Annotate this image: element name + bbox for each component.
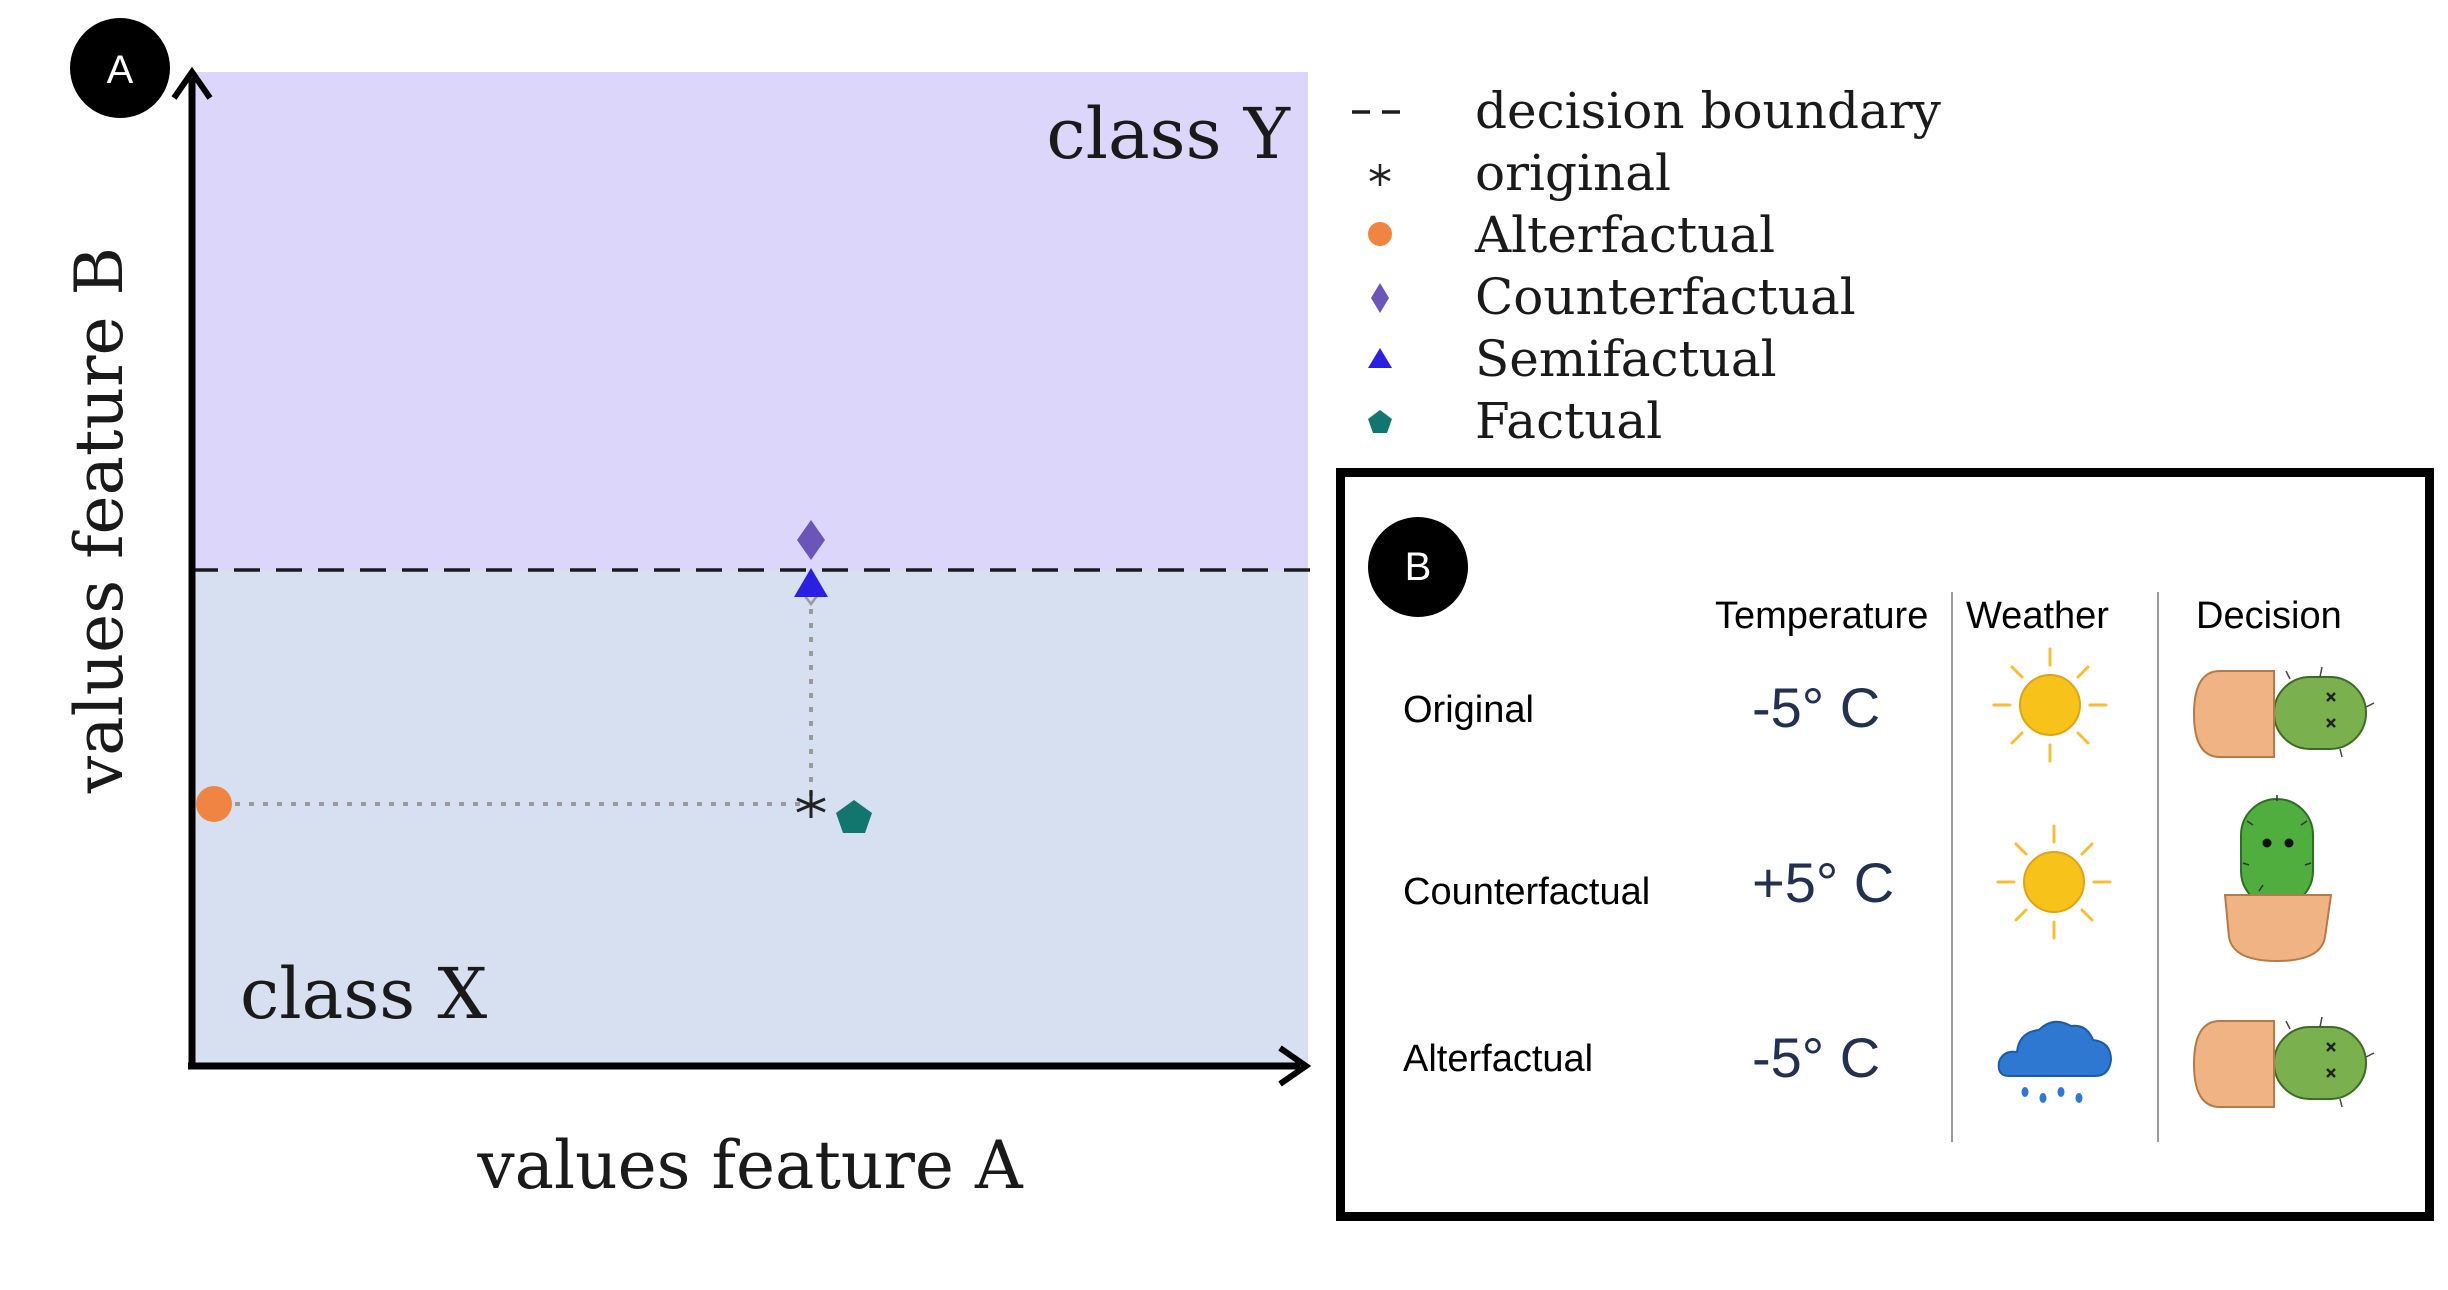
class-y-region (192, 72, 1308, 570)
temperature-value: -5° C (1752, 1026, 1881, 1089)
pentagon-icon (1368, 410, 1392, 433)
legend: decision boundary original Alterfactual … (1350, 80, 2050, 452)
legend-item-factual: Factual (1350, 390, 2050, 452)
y-axis-title: values feature B (61, 247, 138, 794)
circle-icon (1368, 222, 1392, 246)
class-x-label: class X (240, 953, 487, 1035)
legend-label: Factual (1475, 392, 1663, 450)
class-x-region (192, 570, 1308, 1066)
sun-icon (1992, 647, 2108, 763)
rain-cloud-icon (1997, 1020, 2113, 1103)
y-axis-arrowhead (171, 66, 213, 100)
temperature-value: -5° C (1752, 676, 1881, 739)
column-header-decision: Decision (2196, 595, 2342, 637)
legend-label: original (1475, 144, 1671, 202)
legend-item-alterfactual: Alterfactual (1350, 204, 2050, 266)
temperature-value: +5° C (1752, 851, 1895, 914)
legend-label: Counterfactual (1475, 268, 1856, 326)
healthy-cactus-icon (2223, 795, 2333, 963)
panel-a-badge (70, 18, 170, 118)
legend-label: decision boundary (1475, 82, 1941, 140)
triangle-icon (1368, 348, 1392, 368)
alterfactual-point (196, 786, 232, 822)
legend-label: Semifactual (1475, 330, 1777, 388)
counterfactual-point (797, 520, 825, 560)
class-y-label: class Y (1046, 93, 1290, 175)
dead-cactus-icon (2192, 666, 2375, 758)
column-header-weather: Weather (1966, 595, 2109, 637)
row-label-original: Original (1403, 689, 1534, 731)
column-divider (2157, 592, 2159, 1142)
panel-a-badge-label: A (107, 48, 134, 92)
column-divider (1951, 592, 1953, 1142)
legend-label: Alterfactual (1475, 206, 1776, 264)
sun-icon (1996, 824, 2112, 940)
panel-b-table: B Temperature Weather Decision Original … (1336, 468, 2434, 1221)
original-point (796, 790, 826, 818)
dead-cactus-icon (2192, 1016, 2375, 1108)
legend-item-original: original (1350, 142, 2050, 204)
dashed-line-icon (1352, 110, 1408, 114)
row-label-counterfactual: Counterfactual (1403, 871, 1651, 913)
star-icon (1369, 164, 1391, 186)
row-label-alterfactual: Alterfactual (1403, 1038, 1594, 1080)
legend-item-counterfactual: Counterfactual (1350, 266, 2050, 328)
diamond-icon (1371, 283, 1389, 313)
legend-item-decision-boundary: decision boundary (1350, 80, 2050, 142)
legend-item-semifactual: Semifactual (1350, 328, 2050, 390)
factual-point (836, 800, 872, 833)
panel-b-badge: B (1368, 517, 1468, 617)
column-header-temperature: Temperature (1715, 595, 1929, 637)
x-axis-title: values feature A (476, 1127, 1024, 1204)
semifactual-point (794, 568, 828, 597)
x-axis-arrowhead (1278, 1045, 1312, 1087)
